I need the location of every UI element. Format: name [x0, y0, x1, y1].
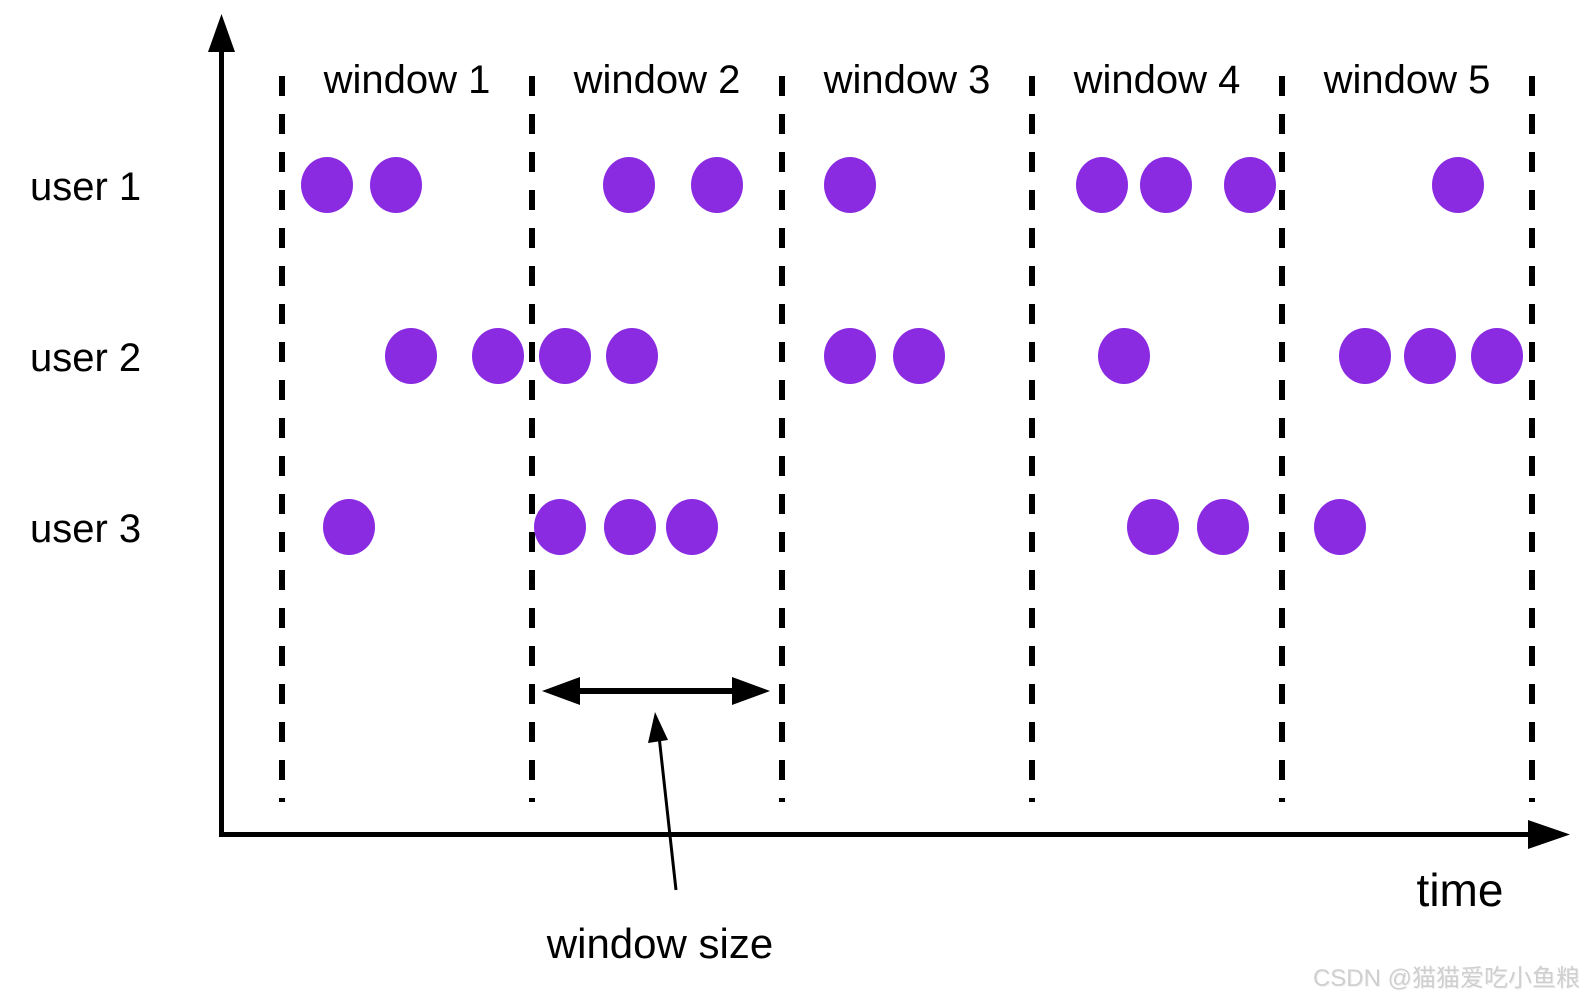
- window-size-arrow-right-head-icon: [732, 677, 770, 705]
- event-dot: [1127, 499, 1179, 555]
- window-size-label: window size: [546, 920, 774, 967]
- window-boundary-line: [779, 76, 785, 802]
- event-dot: [385, 328, 437, 384]
- y-axis-line: [219, 38, 224, 837]
- annotation-arrow-line: [657, 735, 678, 891]
- event-dot: [534, 499, 586, 555]
- event-dot: [1339, 328, 1391, 384]
- watermark: CSDN @猫猫爱吃小鱼粮: [1312, 965, 1580, 992]
- window-label: window 2: [573, 58, 741, 102]
- event-dot: [323, 499, 375, 555]
- x-axis-title: time: [1416, 864, 1504, 916]
- user-label: user 3: [30, 507, 142, 551]
- window-size-arrow-left-head-icon: [542, 677, 580, 705]
- event-dot: [691, 157, 743, 213]
- window-label: window 1: [323, 58, 491, 102]
- event-dot: [1404, 328, 1456, 384]
- window-boundary-line: [1529, 76, 1535, 802]
- x-axis-line: [219, 832, 1530, 837]
- window-label: window 5: [1323, 58, 1491, 102]
- window-boundary-line: [1279, 76, 1285, 802]
- event-dot: [1076, 157, 1128, 213]
- event-dot: [1314, 499, 1366, 555]
- window-label: window 4: [1073, 58, 1241, 102]
- event-dot: [539, 328, 591, 384]
- event-dot: [1224, 157, 1276, 213]
- user-label: user 2: [30, 336, 142, 380]
- event-dot: [603, 157, 655, 213]
- x-axis-arrowhead-icon: [1528, 820, 1570, 849]
- event-dot: [606, 328, 658, 384]
- window-boundary-line: [1029, 76, 1035, 802]
- window-boundary-line: [529, 76, 535, 802]
- event-dot: [301, 157, 353, 213]
- event-dot: [1140, 157, 1192, 213]
- window-size-arrow-shaft: [560, 688, 754, 694]
- event-dot: [1197, 499, 1249, 555]
- window-label: window 3: [823, 58, 991, 102]
- event-dot: [1471, 328, 1523, 384]
- event-dot: [604, 499, 656, 555]
- event-dot: [893, 328, 945, 384]
- event-dot: [1432, 157, 1484, 213]
- event-dot: [824, 157, 876, 213]
- event-dot: [370, 157, 422, 213]
- y-axis-arrowhead-icon: [208, 14, 235, 52]
- event-dot: [824, 328, 876, 384]
- annotation-arrow-head-icon: [648, 712, 668, 743]
- event-dot: [1098, 328, 1150, 384]
- user-label: user 1: [30, 165, 142, 209]
- event-dot: [666, 499, 718, 555]
- event-dot: [472, 328, 524, 384]
- window-boundary-line: [279, 76, 285, 802]
